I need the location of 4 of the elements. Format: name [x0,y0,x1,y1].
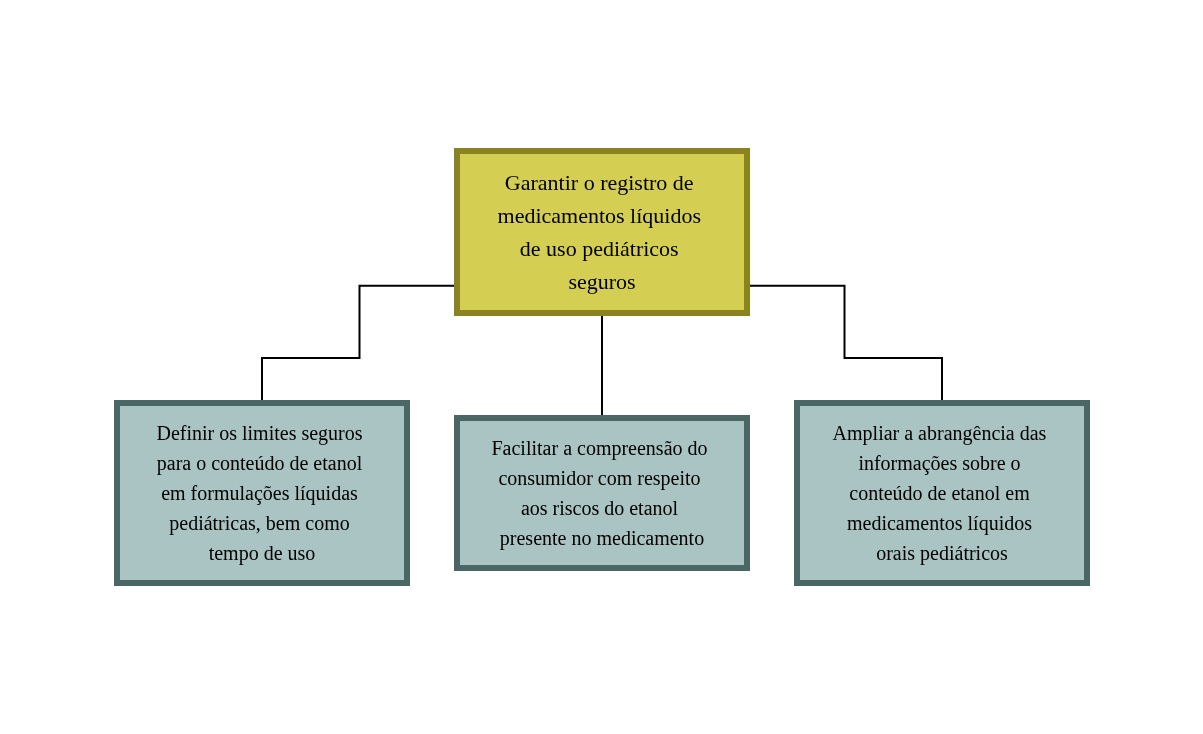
node-box: Facilitar a compreensão do consumidor com respeito aos riscos do etanol presente no medicamento [453,415,750,571]
node-box: Definir os limites seguros para o conteúdo de etanol em formulações líquidas pediátricas, bem como tempo de uso [113,400,410,586]
node-box: Ampliar a abrangência das informações sobre o conteúdo de etanol em medicamentos líquidos orais pediátricos [793,400,1090,586]
node-box: Garantir o registro de medicamentos líquidos de uso pediátricos seguros [453,148,750,316]
